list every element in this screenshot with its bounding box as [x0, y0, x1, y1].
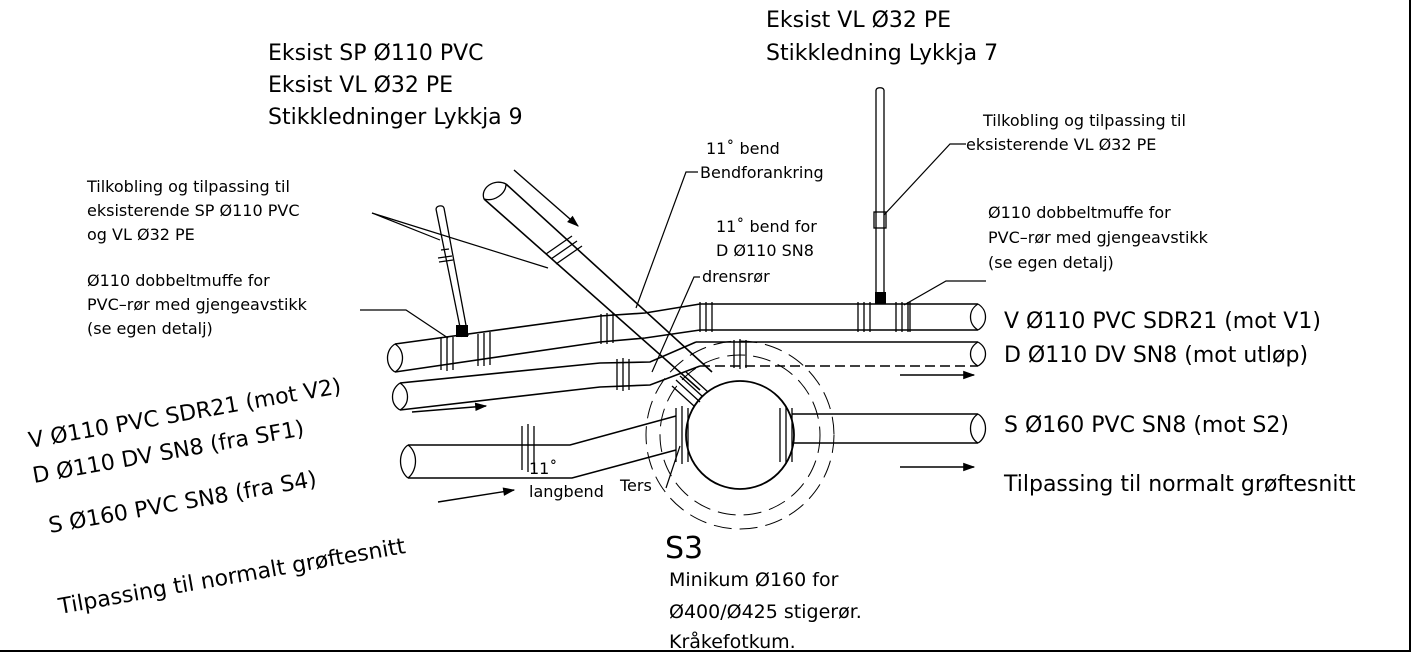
- s-pipe-right: [792, 413, 987, 444]
- label-vl-stick-line1: Eksist VL Ø32 PE: [766, 8, 951, 33]
- label-right-d: D Ø110 DV SN8 (mot utløp): [1004, 343, 1308, 368]
- vl32-left-coupling: [456, 325, 468, 337]
- v-muff-left: [440, 337, 454, 371]
- label-bend11d-line2: D Ø110 SN8: [716, 241, 814, 260]
- vl32-right-pipe: [873, 87, 887, 304]
- d-pipe-left: [391, 341, 701, 411]
- label-ters: Ters: [619, 476, 652, 495]
- label-manhole-line2: Ø400/Ø425 stigerør.: [669, 601, 862, 623]
- manhole-branch-inlet: [671, 371, 709, 407]
- leader-lines: [360, 143, 986, 489]
- s-langbend-socket: [521, 424, 535, 472]
- label-muff-left-line3: (se egen detalj): [87, 319, 213, 338]
- label-right-fit: Tilpassing til normalt grøftesnitt: [1003, 472, 1356, 497]
- v-pipe-right: [699, 302, 987, 332]
- v-muff-right: [857, 302, 871, 332]
- label-sp-stick-line1: Eksist SP Ø110 PVC: [268, 41, 484, 66]
- flow-arrows: [411, 169, 976, 503]
- vl32-right-coupling: [875, 292, 886, 304]
- vl32-left-pipe: [435, 205, 469, 338]
- label-sp-stick-line2: Eksist VL Ø32 PE: [268, 73, 453, 98]
- manhole-left-socket: [675, 406, 689, 464]
- label-conn-left-line3: og VL Ø32 PE: [87, 225, 195, 244]
- d-pipe-right: [696, 339, 987, 369]
- flow-arrow-sp-stub: [513, 169, 579, 227]
- label-sp-stick-line3: Stikkledninger Lykkja 9: [268, 105, 523, 130]
- label-muff-left-line1: Ø110 dobbeltmuffe for: [87, 271, 270, 290]
- flow-arrow-s-left: [437, 487, 516, 503]
- label-right-s: S Ø160 PVC SN8 (mot S2): [1004, 413, 1289, 438]
- label-bend11-line1: 11˚ bend: [706, 139, 780, 158]
- label-bend11d-line1: 11˚ bend for: [716, 217, 817, 236]
- d-bend-socket: [616, 358, 630, 391]
- label-muff-left-line2: PVC–rør med gjengeavstikk: [87, 295, 308, 314]
- s-pipe-left: [399, 415, 677, 479]
- label-muff-right-line1: Ø110 dobbeltmuffe for: [988, 203, 1171, 222]
- flow-arrow-d-left: [411, 402, 488, 413]
- label-langbend-line2: langbend: [529, 482, 604, 501]
- label-conn-right-line2: eksisterende VL Ø32 PE: [966, 135, 1156, 154]
- label-bend11-line2: Bendforankring: [700, 163, 824, 182]
- manhole-right-socket: [779, 406, 793, 464]
- label-muff-right-line2: PVC–rør med gjengeavstikk: [988, 228, 1209, 247]
- label-langbend-line1: 11˚: [529, 459, 557, 478]
- label-left-fit: Tilpassing til normalt grøftesnitt: [56, 534, 408, 620]
- label-manhole-line1: Minikum Ø160 for: [669, 569, 839, 591]
- label-conn-right-line1: Tilkobling og tilpassing til: [982, 111, 1186, 130]
- label-muff-right-line3: (se egen detalj): [988, 253, 1114, 272]
- v-bend-socket: [600, 313, 614, 344]
- label-manhole-id: S3: [665, 531, 703, 566]
- label-conn-left-line2: eksisterende SP Ø110 PVC: [87, 201, 300, 220]
- d-socket-right: [733, 339, 747, 369]
- manhole-body: [685, 380, 795, 490]
- label-conn-left-line1: Tilkobling og tilpassing til: [86, 177, 290, 196]
- label-manhole-line3: Kråkefotkum.: [669, 630, 796, 653]
- label-bend11d-line3: drensrør: [702, 267, 770, 286]
- v-pipe-left: [386, 303, 701, 373]
- label-right-v: V Ø110 PVC SDR21 (mot V1): [1004, 309, 1321, 334]
- sp-stub-socket: [545, 235, 583, 265]
- sp-stub-pipe: [482, 181, 713, 391]
- manhole-s3: [645, 340, 835, 530]
- label-vl-stick-line2: Stikkledning Lykkja 7: [766, 41, 998, 66]
